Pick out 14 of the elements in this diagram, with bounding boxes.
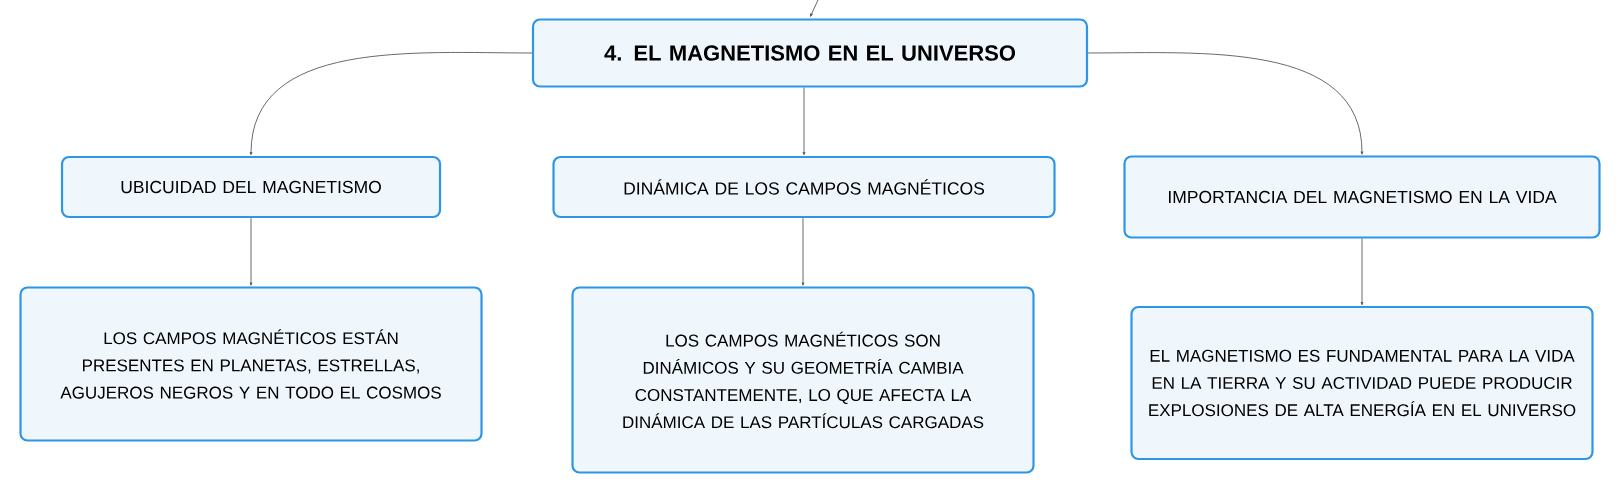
topic-box: IMPORTANCIA DEL MAGNETISMO EN LA VIDA xyxy=(1123,155,1601,239)
description-box: LOS CAMPOS MAGNÉTICOS ESTÁN PRESENTES EN PLANETAS, ESTRELLAS, AGUJEROS NEGROS Y EN TODO EL COSMOS xyxy=(19,286,483,442)
arrow xyxy=(249,52,533,156)
arrow xyxy=(810,0,819,17)
description-box: LOS CAMPOS MAGNÉTICOS SON DINÁMICOS Y SU GEOMETRÍA CAMBIA CONSTANTEMENTE, LO QUE AFECTA LA DINÁMICA DE LAS PARTÍCULAS CARGADAS xyxy=(571,286,1035,474)
arrow xyxy=(1087,52,1364,155)
topic-box: UBICUIDAD DEL MAGNETISMO xyxy=(60,155,442,219)
arrow xyxy=(801,217,805,286)
description-box: EL MAGNETISMO ES FUNDAMENTAL PARA LA VIDA EN LA TIERRA Y SU ACTIVIDAD PUEDE PRODUCIR EXPLOSIONES DE ALTA ENERGÍA EN EL UNIVERSO xyxy=(1130,305,1594,461)
arrow xyxy=(249,217,253,286)
arrow xyxy=(802,87,806,156)
arrow xyxy=(1360,238,1364,306)
topic-box: DINÁMICA DE LOS CAMPOS MAGNÉTICOS xyxy=(552,155,1056,219)
title-box: 4. EL MAGNETISMO EN EL UNIVERSO xyxy=(531,18,1089,88)
